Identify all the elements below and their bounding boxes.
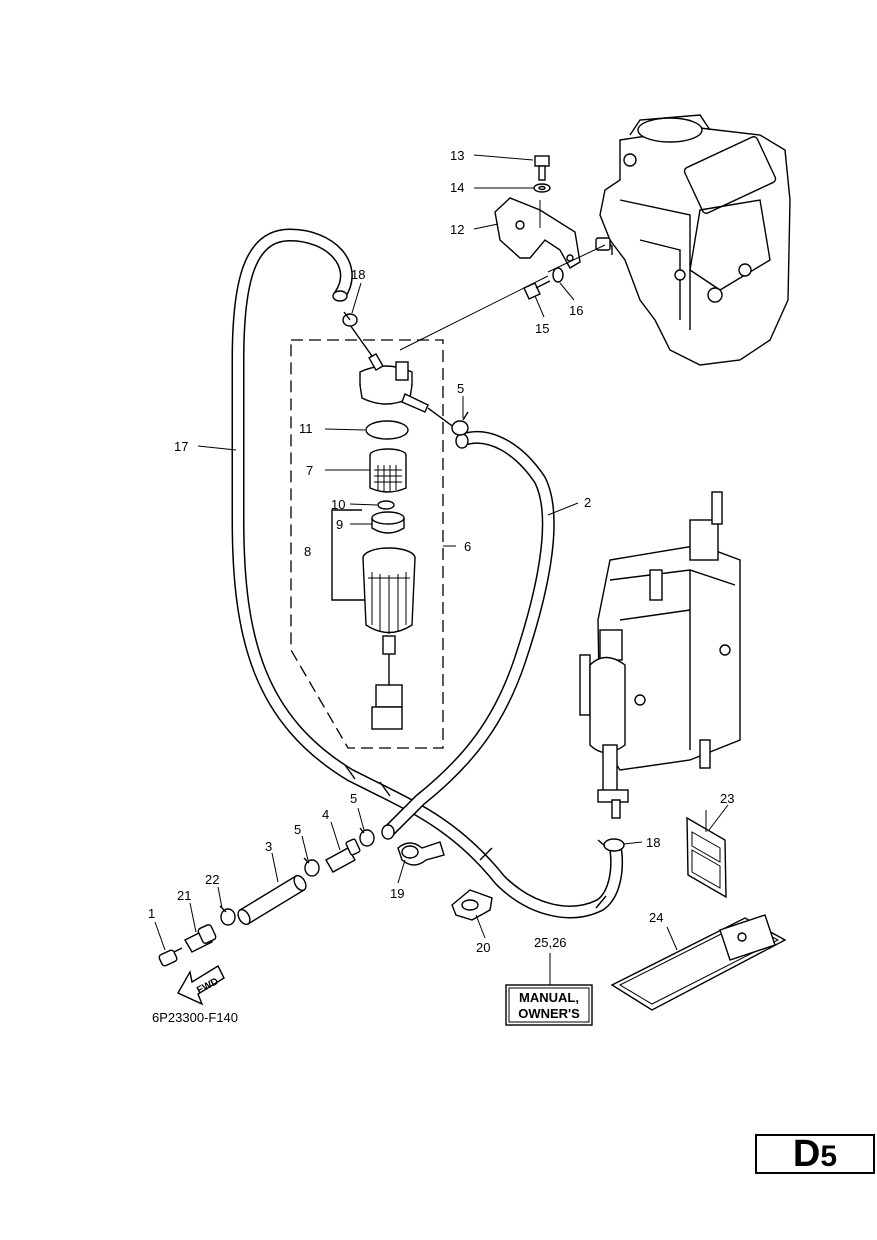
caution-label-23	[686, 810, 727, 899]
clamp-5-lower-left	[303, 857, 320, 877]
o-ring-11	[365, 420, 409, 440]
manual-line1: MANUAL,	[519, 990, 579, 1005]
hose-clamp-5-upper	[451, 411, 469, 436]
fuel-hose-17	[231, 228, 624, 919]
bolt-15	[523, 280, 551, 300]
callout-13: 13	[450, 148, 464, 163]
callout-numbers: 13 14 12 18 16 15 5 11 17 7 2 10 9 8 6 2…	[148, 148, 734, 955]
callout-16: 16	[569, 303, 583, 318]
filter-cup-8	[362, 547, 416, 730]
group-bracket-8	[331, 509, 365, 601]
callout-21: 21	[177, 888, 191, 903]
callout-4: 4	[322, 807, 329, 822]
float-9	[371, 511, 405, 534]
hose-holder-19	[397, 841, 445, 866]
callout-6: 6	[464, 539, 471, 554]
joint-4	[325, 838, 361, 873]
callout-18-upper: 18	[351, 267, 365, 282]
manual-case-24	[610, 914, 787, 1011]
hose-3	[237, 874, 307, 926]
clamp-22	[219, 905, 236, 926]
callout-23: 23	[720, 791, 734, 806]
callout-3: 3	[265, 839, 272, 854]
hose-holder-20	[451, 889, 493, 921]
engine-intake-manifold	[595, 114, 791, 366]
fuel-hose-2	[381, 430, 555, 840]
hose-clamp-18-lower	[597, 838, 625, 852]
fuel-filter-head	[349, 324, 456, 429]
leader-mount	[547, 244, 606, 273]
owners-manual-label: MANUAL, OWNER'S	[505, 984, 593, 1026]
callout-20: 20	[476, 940, 490, 955]
section-letter: D	[792, 1133, 821, 1175]
callout-1: 1	[148, 906, 155, 921]
callout-25-26: 25,26	[534, 935, 567, 950]
callout-14: 14	[450, 180, 464, 195]
callout-8: 8	[304, 544, 311, 559]
fwd-direction-arrow: FWD	[177, 965, 225, 1006]
figure-code: 6P23300-F140	[152, 1010, 238, 1025]
callout-7: 7	[306, 463, 313, 478]
connector-1	[158, 947, 183, 967]
bolt-13	[534, 155, 550, 181]
callout-5-lower-left: 5	[294, 822, 301, 837]
filter-element-7	[369, 448, 407, 493]
callout-24: 24	[649, 910, 663, 925]
callout-15: 15	[535, 321, 549, 336]
callout-19: 19	[390, 886, 404, 901]
callout-12: 12	[450, 222, 464, 237]
joint-21	[184, 924, 217, 953]
callout-22: 22	[205, 872, 219, 887]
filter-assembly-boundary	[290, 339, 444, 749]
clamp-5-lower-right	[359, 827, 375, 847]
callout-17: 17	[174, 439, 188, 454]
washer-14	[533, 183, 551, 193]
washer-16	[552, 267, 564, 283]
hose-clamp-18-upper	[342, 311, 358, 327]
callout-2: 2	[584, 495, 591, 510]
callout-9: 9	[336, 517, 343, 532]
ring-10	[377, 500, 395, 510]
vapor-separator-assembly	[579, 491, 741, 819]
callout-5-upper: 5	[457, 381, 464, 396]
callout-10: 10	[331, 497, 345, 512]
callout-11: 11	[299, 421, 313, 436]
leader-lines	[154, 154, 729, 985]
section-number: 5	[820, 1140, 838, 1173]
callout-18-lower: 18	[646, 835, 660, 850]
leader-bracket-filter	[399, 275, 549, 351]
fuel-filter-bracket	[494, 197, 581, 269]
manual-line2: OWNER'S	[518, 1006, 580, 1021]
callout-5-lower-right: 5	[350, 791, 357, 806]
section-tag: D 5	[755, 1134, 875, 1174]
